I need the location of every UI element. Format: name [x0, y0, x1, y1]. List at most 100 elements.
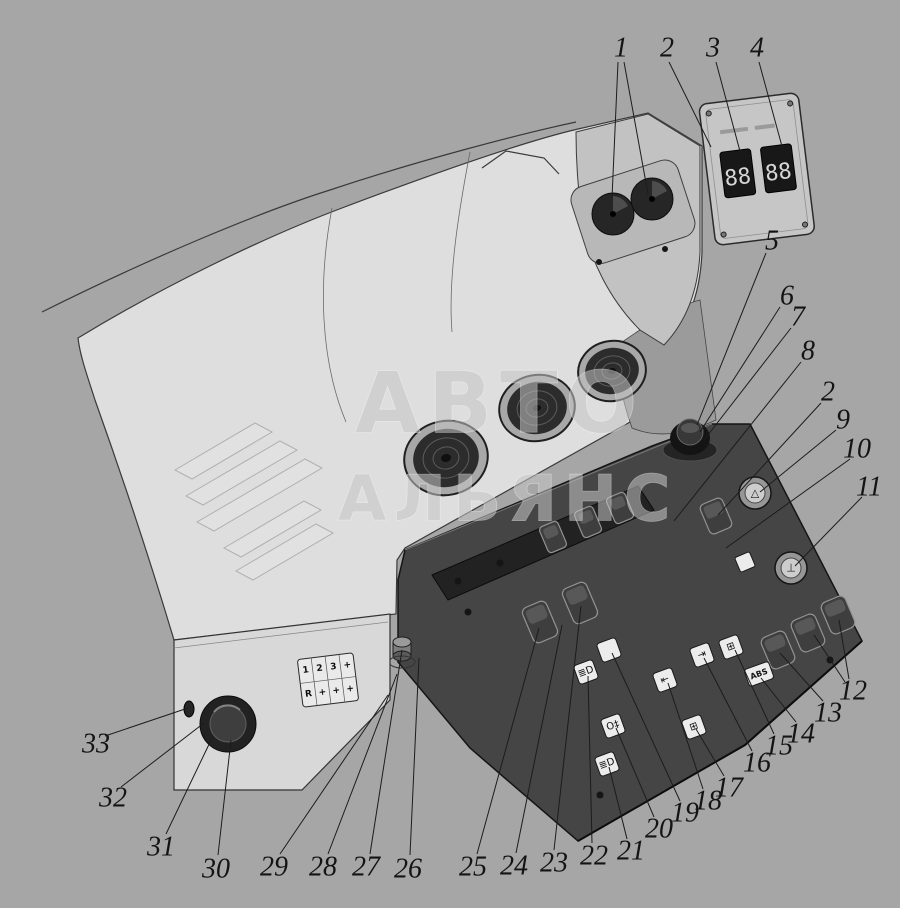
callout-label-4: 4	[750, 33, 764, 64]
test-icon: ⊥	[786, 562, 796, 575]
callout-leader-20	[615, 727, 655, 818]
callout-label-29: 29	[260, 852, 288, 883]
watermark: АВТО АЛЬЯНС	[173, 353, 678, 581]
callout-label-15: 15	[765, 731, 793, 762]
callout-label-12: 12	[839, 676, 867, 707]
rocker-switch	[820, 595, 856, 635]
callout-leader-6	[699, 306, 781, 433]
callout-leader-24	[515, 624, 563, 854]
mounting-bolt	[388, 636, 416, 669]
callout-leader-13	[779, 652, 824, 702]
callout-label-23: 23	[540, 848, 568, 879]
callout-label-21: 21	[617, 836, 645, 867]
callout-leader-9	[759, 429, 837, 493]
top-switch-strip	[431, 485, 655, 601]
abs-icon: ABS	[744, 661, 774, 687]
callout-label-13: 13	[814, 698, 842, 729]
callout-leader-7	[703, 327, 792, 441]
gear-cell: +	[332, 686, 341, 697]
front-axle-lock-icon: ⇤	[652, 667, 678, 693]
callout-leader-1	[611, 61, 619, 199]
rocker-switch	[538, 520, 568, 554]
gear-pattern-plate: 1 2 3 + R + + +	[297, 652, 359, 708]
callout-leader-8	[673, 361, 802, 522]
headlight-icon: ≣D	[594, 751, 620, 777]
indicator-lamp-icon	[596, 637, 622, 663]
callout-leader-1	[623, 61, 649, 195]
cab-body	[41, 112, 703, 641]
digital-display-plate: 88 88	[698, 92, 815, 246]
fog-light-icon: ≣D	[573, 659, 599, 685]
callout-label-22: 22	[580, 841, 608, 872]
warning-triangle-icon: △	[751, 487, 760, 500]
svg-text:⇥: ⇥	[696, 648, 708, 661]
watermark-line-1: АВТО	[355, 354, 645, 452]
vent-3	[577, 339, 647, 403]
svg-text:≣D: ≣D	[577, 664, 596, 680]
rotary-light-switch	[199, 695, 257, 753]
callout-leader-15	[734, 649, 775, 735]
callout-leader-33	[104, 707, 189, 737]
callout-label-25: 25	[459, 852, 487, 883]
gear-cell: +	[346, 684, 355, 695]
callout-label-27: 27	[352, 852, 381, 883]
callout-label-26: 26	[394, 854, 422, 885]
side-console-box: 1 2 3 + R + + +	[173, 613, 391, 791]
callout-label-16: 16	[743, 748, 771, 779]
display-value-left: 88	[723, 164, 752, 192]
gauge-knob-left	[591, 192, 635, 236]
callout-leader-23	[553, 605, 582, 851]
svg-text:⊞: ⊞	[688, 720, 700, 733]
gear-cell: +	[318, 687, 327, 698]
display-window-left	[719, 148, 757, 199]
callout-label-24: 24	[500, 851, 528, 882]
callout-label-14: 14	[787, 719, 815, 750]
callout-leader-31	[165, 735, 214, 835]
callout-leader-12	[838, 619, 850, 680]
callout-label-6: 6	[780, 281, 794, 312]
rocker-switch	[605, 491, 635, 525]
callout-leader-2	[717, 402, 822, 516]
callout-leader-30	[217, 739, 232, 856]
callout-leader-28	[327, 673, 398, 855]
round-button-warning: △	[738, 476, 772, 510]
gauge-console	[570, 113, 701, 346]
callout-leader-10	[725, 458, 851, 549]
gear-cell: 2	[316, 664, 323, 675]
display-value-right: 88	[764, 159, 793, 187]
rotary-knob	[662, 418, 718, 462]
center-diff-lock-icon: ⊞	[681, 714, 707, 740]
callout-label-32: 32	[98, 783, 127, 814]
gear-cell: R	[305, 689, 313, 700]
svg-text:≣D: ≣D	[598, 756, 617, 772]
rocker-switch	[573, 505, 603, 539]
callout-label-30: 30	[201, 854, 230, 885]
svg-text:⇤: ⇤	[659, 673, 671, 686]
callout-leader-27	[369, 649, 403, 855]
callout-label-28: 28	[309, 852, 337, 883]
callout-leader-12	[813, 634, 846, 683]
watermark-line-2: АЛЬЯНС	[338, 462, 678, 535]
callout-leader-4	[758, 61, 784, 151]
callout-leader-25	[476, 627, 540, 855]
callout-label-3: 3	[705, 33, 720, 64]
callout-label-19: 19	[671, 798, 699, 829]
rear-axle-lock-icon: ⇥	[689, 642, 715, 668]
callout-leader-21	[608, 766, 628, 840]
display-label-bar	[754, 123, 775, 130]
callout-leader-26	[409, 657, 420, 856]
callout-label-18: 18	[694, 786, 722, 817]
callout-label-17: 17	[715, 773, 744, 804]
callout-label-20: 20	[645, 814, 673, 845]
gear-cell: 3	[330, 662, 337, 673]
callout-leader-16	[703, 657, 753, 752]
callout-label-31: 31	[146, 832, 175, 863]
rocker-switch	[521, 600, 559, 644]
rocker-switch	[699, 497, 733, 535]
callout-leader-29	[279, 694, 389, 855]
callout-label-33: 33	[81, 729, 110, 760]
callout-leader-17	[695, 728, 725, 777]
callout-label-1: 1	[614, 33, 628, 64]
